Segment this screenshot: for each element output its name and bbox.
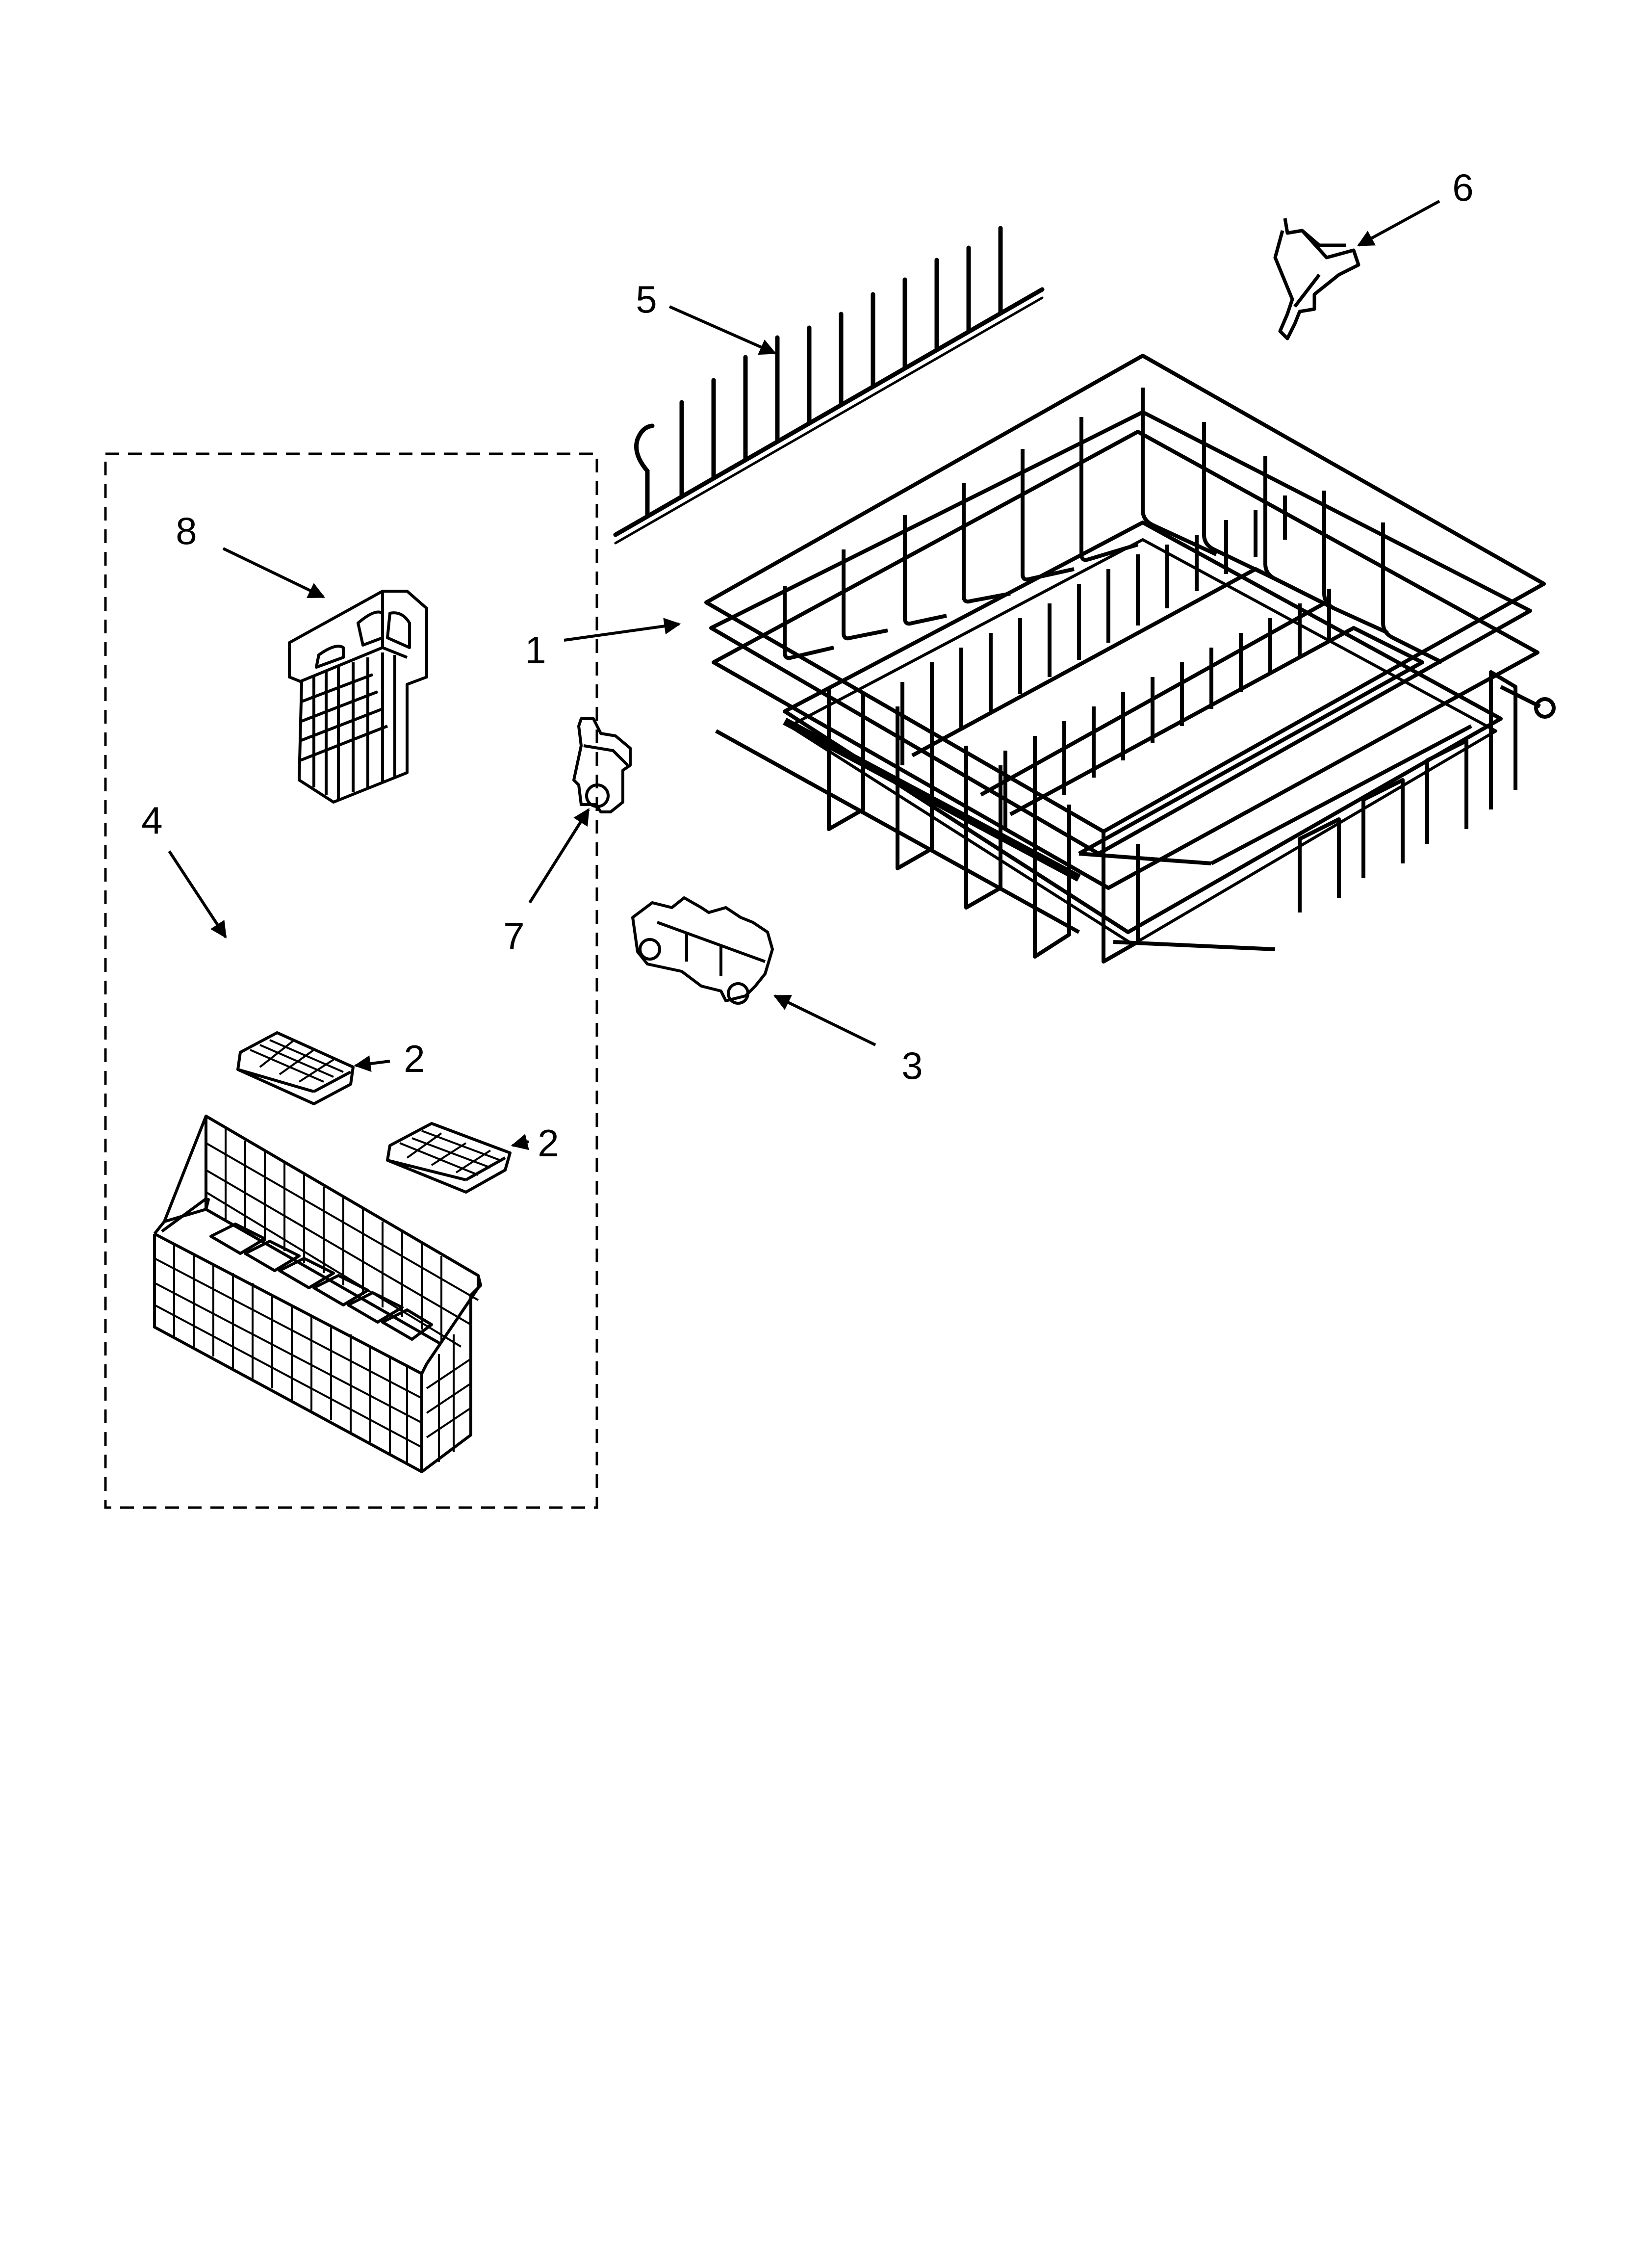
lower-rack-part <box>704 354 1556 964</box>
leader-2a <box>354 1055 390 1072</box>
callout-3: 3 <box>901 1044 923 1087</box>
callout-7: 7 <box>503 914 525 958</box>
tine-row-part <box>613 226 1045 545</box>
callout-6: 6 <box>1452 166 1474 209</box>
callout-1: 1 <box>525 628 546 672</box>
callout-5: 5 <box>636 278 657 321</box>
leader-2b <box>511 1134 529 1150</box>
rack-wheel-part <box>572 717 632 813</box>
leader-4 <box>168 850 227 938</box>
basket-cover-part-b <box>386 1122 512 1194</box>
callout-4: 4 <box>141 799 163 842</box>
callout-8: 8 <box>176 509 197 552</box>
assembly-group-box <box>104 452 598 1509</box>
silverware-basket-part <box>153 1115 482 1473</box>
leader-8 <box>222 547 326 599</box>
rack-clip-part <box>1273 218 1360 340</box>
small-basket-part <box>288 590 428 804</box>
callout-2a: 2 <box>404 1037 425 1080</box>
leader-lines <box>168 200 1440 1150</box>
callout-2b: 2 <box>538 1121 559 1165</box>
basket-cover-part-a <box>236 1031 355 1105</box>
leader-7 <box>528 808 590 904</box>
leader-5 <box>668 305 777 355</box>
leader-1 <box>564 618 681 642</box>
roller-bracket-part <box>631 896 774 1005</box>
leader-6 <box>1357 200 1440 247</box>
leader-3 <box>773 994 876 1046</box>
